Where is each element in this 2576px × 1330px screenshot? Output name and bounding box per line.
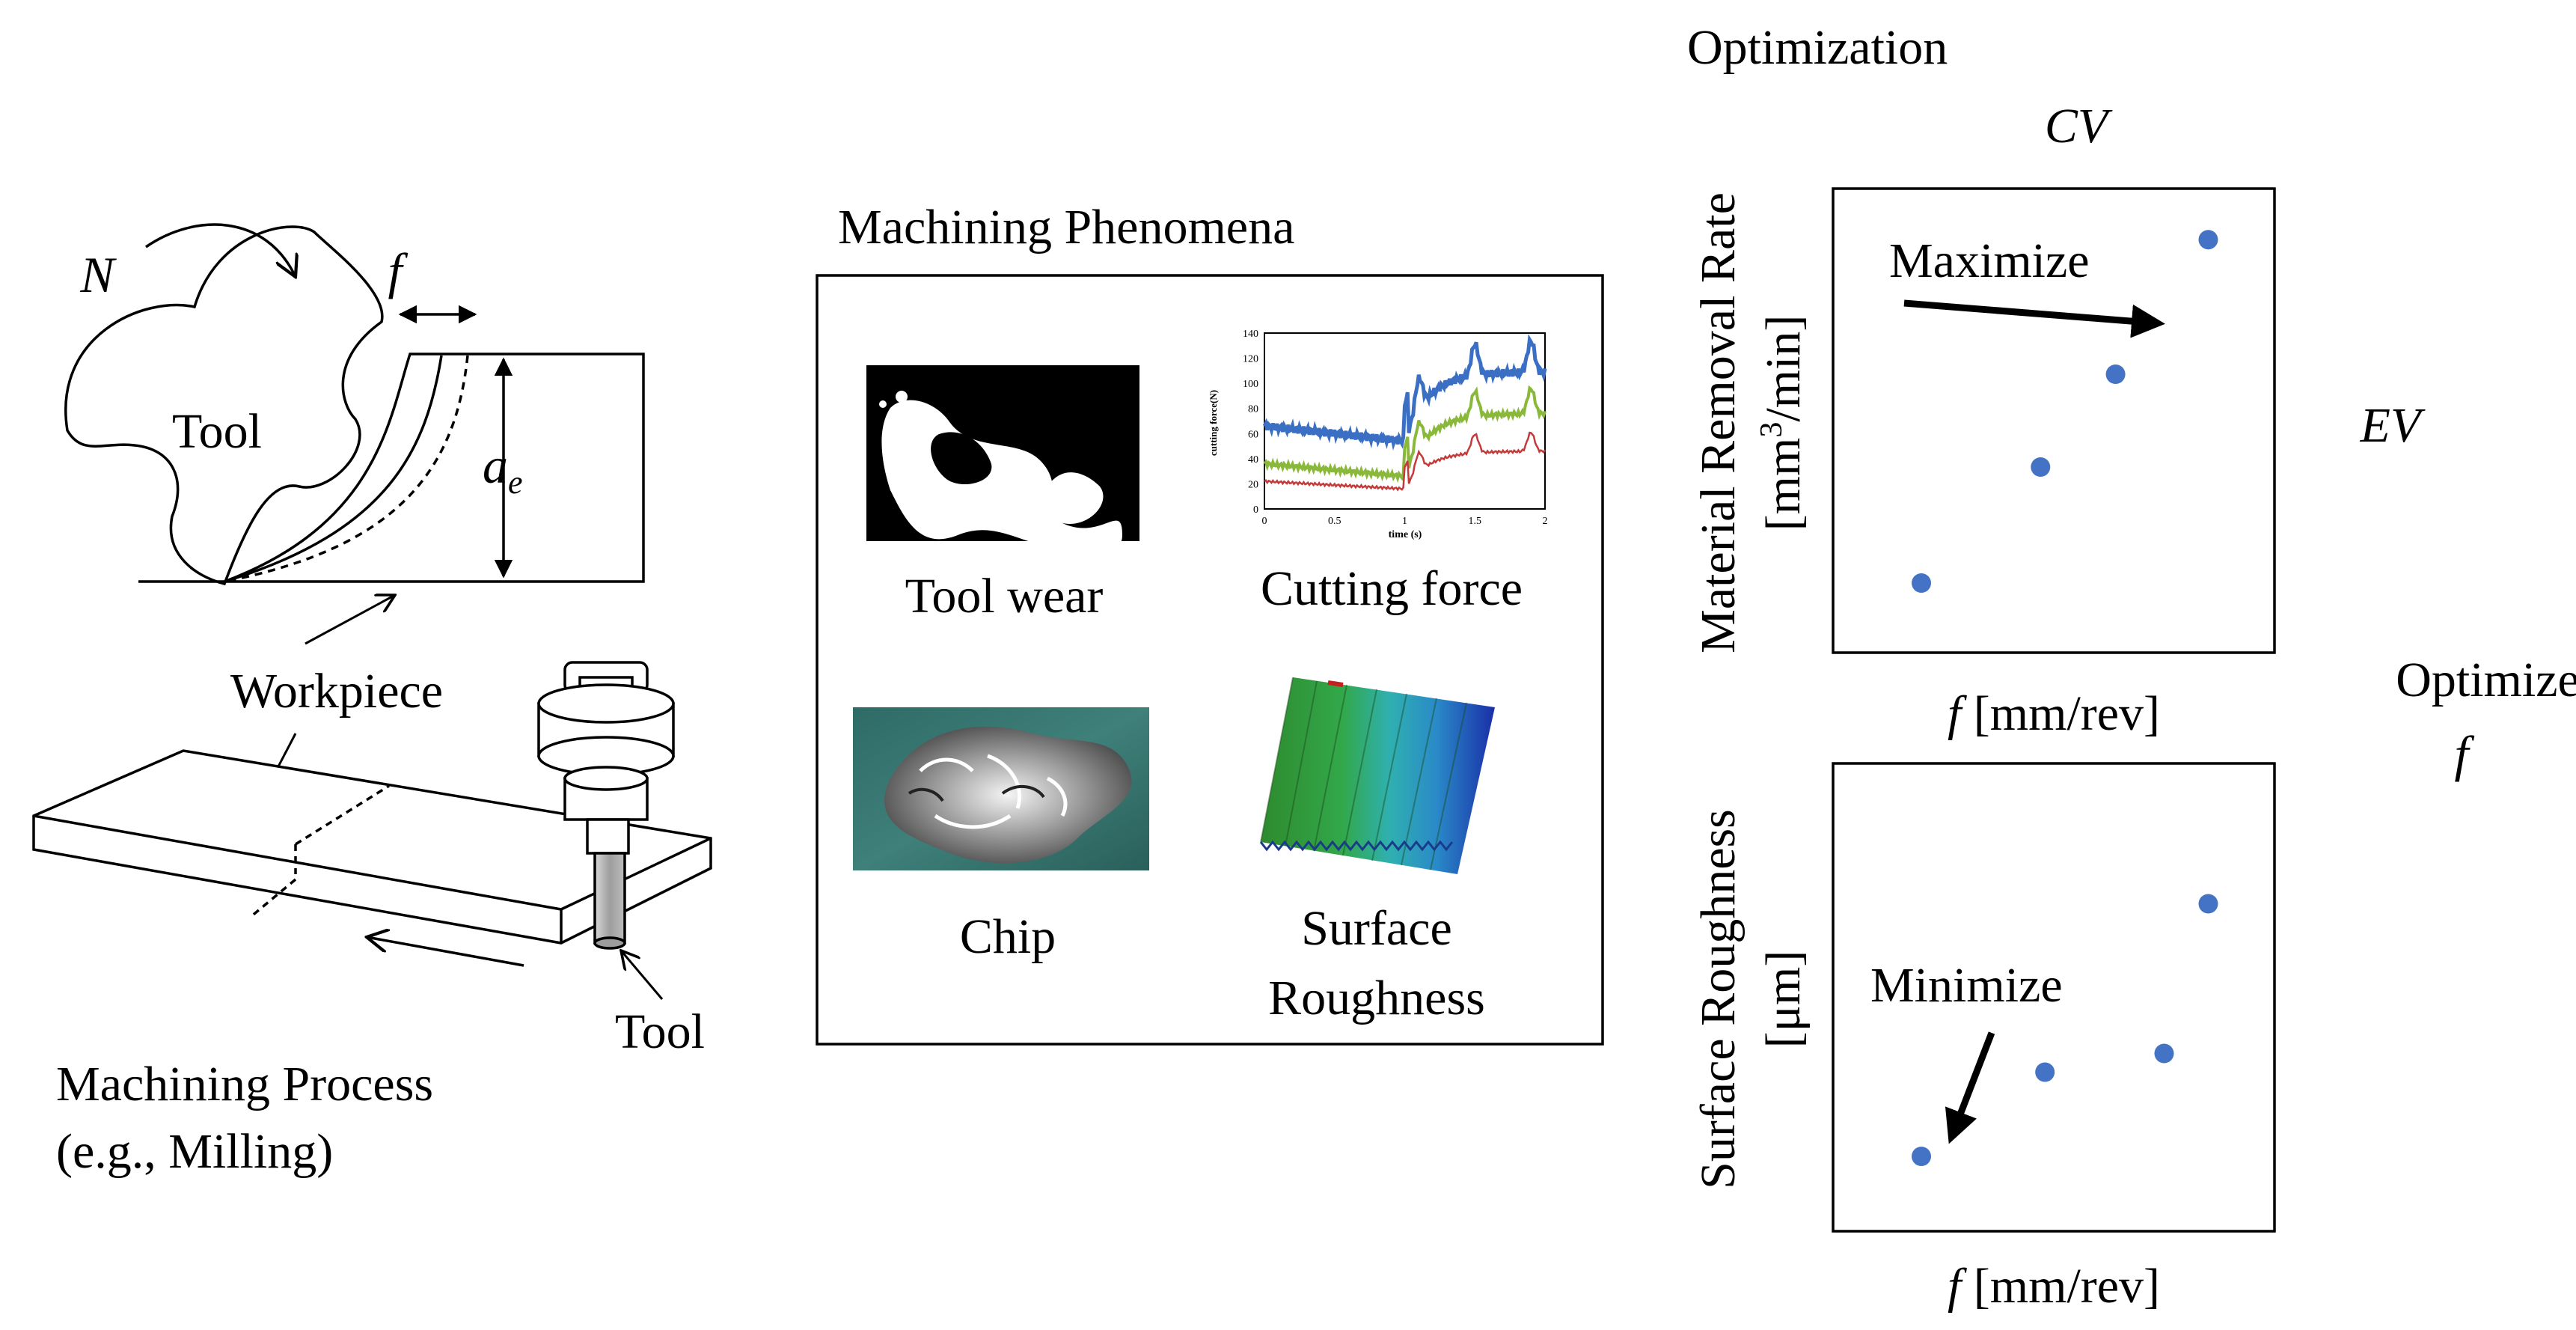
force-y-tick: 60 [1248,429,1258,440]
force-series-blue [1262,334,1547,451]
process-title-line1: Machining Process [56,1057,433,1111]
mrr-point-3 [2105,364,2126,384]
optimization-section: Optimization CV EV Optimize f Material R… [1687,20,2576,1314]
roughness-chart: Surface Roughness [μm] f [mm/rev] Minimi… [1691,762,2276,1314]
force-y-tick: 0 [1253,504,1258,516]
roughness-point-3 [2154,1043,2174,1064]
force-y-tick: 20 [1248,479,1258,490]
cut-line-solid [224,355,443,583]
roughness-point-1 [1912,1147,1931,1166]
roughness-xlabel: f [mm/rev] [1948,1259,2160,1314]
mrr-chart-frame [1832,187,2276,654]
surface-roughness-label-line2: Roughness [1268,971,1485,1025]
workpiece-label: Workpiece [230,664,443,719]
workpiece-block [32,749,712,945]
force-x-tick: 1 [1402,516,1407,527]
spindle-speed-symbol: N [79,246,117,303]
force-y-tick: 100 [1243,379,1258,390]
cut-line-dashed [224,355,469,583]
roughness-point-2 [2035,1062,2055,1082]
force-y-tick: 120 [1243,354,1258,365]
cutting-force-label: Cutting force [1261,561,1523,616]
mrr-points [1912,230,2218,593]
force-series-green [1263,385,1546,484]
tool-wear-label: Tool wear [905,569,1104,623]
roughness-annotation: Minimize [1870,958,2063,1013]
tool-cross-section [64,225,384,586]
force-plot-ylabel: cutting force(N) [1208,390,1219,456]
depth-symbol: ae [483,437,523,501]
workpiece-leader-top [305,595,395,645]
mrr-point-2 [2031,457,2051,477]
optimize-label: Optimize [2396,653,2576,707]
roughness-chart-frame [1832,762,2276,1233]
roughness-ylabel-line2: [μm] [1756,951,1811,1049]
surface-roughness-image [1259,677,1495,874]
mrr-annotation: Maximize [1889,234,2090,288]
phenomena-title: Machining Phenomena [838,200,1294,254]
tool-leader [621,951,664,1000]
force-x-tick: 2 [1543,516,1548,527]
force-y-tick: 40 [1248,454,1258,466]
ev-label: EV [2360,398,2426,453]
minimize-arrow [1945,1031,1995,1144]
optimization-title: Optimization [1687,20,1948,75]
roughness-ylabel-line1: Surface Roughness [1691,809,1746,1189]
feed-symbol: f [388,242,409,299]
mrr-xlabel: f [mm/rev] [1948,686,2160,741]
rotation-arrow [145,223,296,277]
roughness-points [1912,894,2218,1166]
mrr-chart: Material Removal Rate [mm3/min] f [mm/re… [1691,187,2276,741]
mrr-point-1 [1912,573,1931,593]
tool-label: Tool [172,404,262,459]
cv-label: CV [2045,99,2113,153]
roughness-point-4 [2198,894,2218,914]
force-x-tick: 0 [1262,516,1267,527]
mrr-ylabel-line1: Material Removal Rate [1691,192,1746,653]
force-x-tick: 0.5 [1328,516,1341,527]
mrr-point-4 [2198,230,2218,250]
chip-image [853,707,1149,870]
optimize-symbol: f [2455,725,2475,782]
chip-label: Chip [960,909,1056,964]
mrr-ylabel-line2: [mm3/min] [1754,315,1811,531]
process-title-line2: (e.g., Milling) [56,1124,333,1179]
force-plot-xlabel: time (s) [1389,529,1422,540]
force-x-tick: 1.5 [1469,516,1482,527]
end-mill-tool [537,661,675,950]
maximize-arrow [1903,299,2165,338]
force-series-red [1264,431,1546,492]
machining-process-section: Tool N f ae Workpiece [32,223,712,1179]
force-y-tick: 140 [1243,329,1258,340]
cutting-force-plot: 0 20 40 60 80 100 120 140 0 0.5 1 1.5 2 cutting forc… [1208,329,1548,540]
machining-phenomena-section: Machining Phenomena Tool wear 0204060801… [816,200,1604,1046]
surface-roughness-label-line1: Surface [1301,901,1452,956]
tool-bottom-label: Tool [615,1004,705,1059]
tool-wear-image [866,365,1139,555]
force-y-tick: 80 [1248,404,1258,415]
workpiece-cross-section [138,353,645,583]
phenomena-frame [816,274,1604,1046]
feed-direction-arrow [367,937,524,967]
